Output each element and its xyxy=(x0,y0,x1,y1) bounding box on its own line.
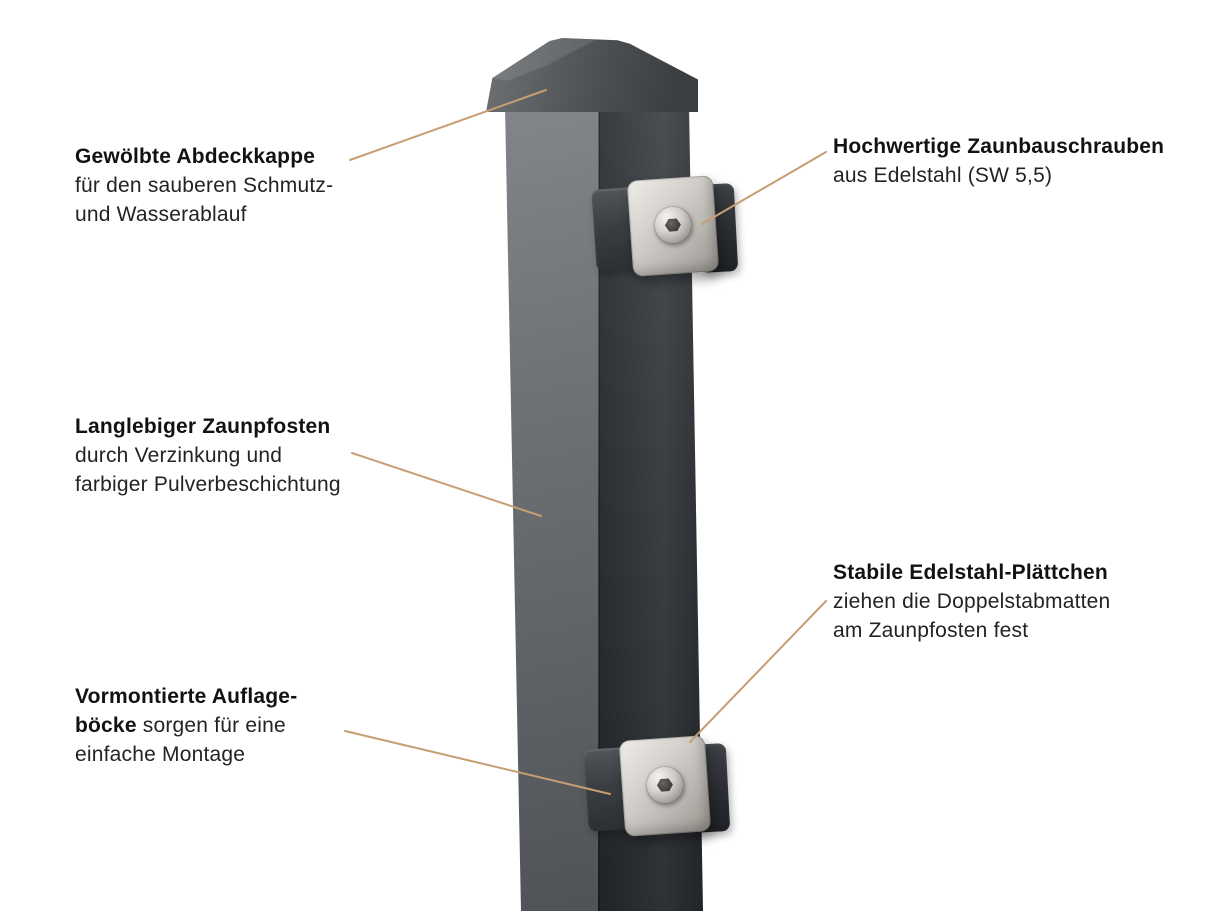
steel-plate-top xyxy=(626,175,720,277)
label-brackets-rest1: sorgen für eine xyxy=(136,714,286,737)
label-screws-line2: aus Edelstahl (SW 5,5) xyxy=(833,164,1053,187)
bracket-top xyxy=(591,175,742,281)
post-corner-edge xyxy=(597,106,600,911)
label-plates-line2: ziehen die Doppelstabmatten xyxy=(833,590,1111,613)
label-brackets-title-line1: Vormontierte Auflage- xyxy=(75,685,298,708)
label-plates: Stabile Edelstahl-Plättchen ziehen die D… xyxy=(833,558,1110,645)
label-brackets-title-line2: böcke xyxy=(75,714,137,737)
screw-top-hex-socket xyxy=(664,217,681,232)
post-cap xyxy=(486,38,698,112)
label-post: Langlebiger Zaunpfosten durch Verzinkung… xyxy=(75,412,341,499)
leader-plates xyxy=(689,600,827,743)
steel-plate-bottom xyxy=(618,735,712,837)
screw-bottom-hex-socket xyxy=(656,777,673,792)
label-screws-title: Hochwertige Zaunbauschrauben xyxy=(833,135,1165,158)
label-post-line2: durch Verzinkung und xyxy=(75,444,283,467)
label-plates-line3: am Zaunpfosten fest xyxy=(833,619,1029,642)
label-post-title: Langlebiger Zaunpfosten xyxy=(75,415,331,438)
label-post-line3: farbiger Pulverbeschichtung xyxy=(75,473,341,496)
bracket-bottom xyxy=(583,735,734,841)
label-brackets-line3: einfache Montage xyxy=(75,743,246,766)
label-screws: Hochwertige Zaunbauschrauben aus Edelsta… xyxy=(833,132,1164,190)
label-cap-title: Gewölbte Abdeckkappe xyxy=(75,145,316,168)
screw-bottom xyxy=(644,764,686,806)
screw-top xyxy=(652,204,694,246)
label-cap-line3: und Wasserablauf xyxy=(75,203,247,226)
post-cap-highlight xyxy=(492,38,597,81)
label-plates-title: Stabile Edelstahl-Plättchen xyxy=(833,561,1108,584)
label-brackets: Vormontierte Auflage- böcke sorgen für e… xyxy=(75,682,297,769)
label-cap-line2: für den sauberen Schmutz- xyxy=(75,174,334,197)
label-cap: Gewölbte Abdeckkappe für den sauberen Sc… xyxy=(75,142,333,229)
